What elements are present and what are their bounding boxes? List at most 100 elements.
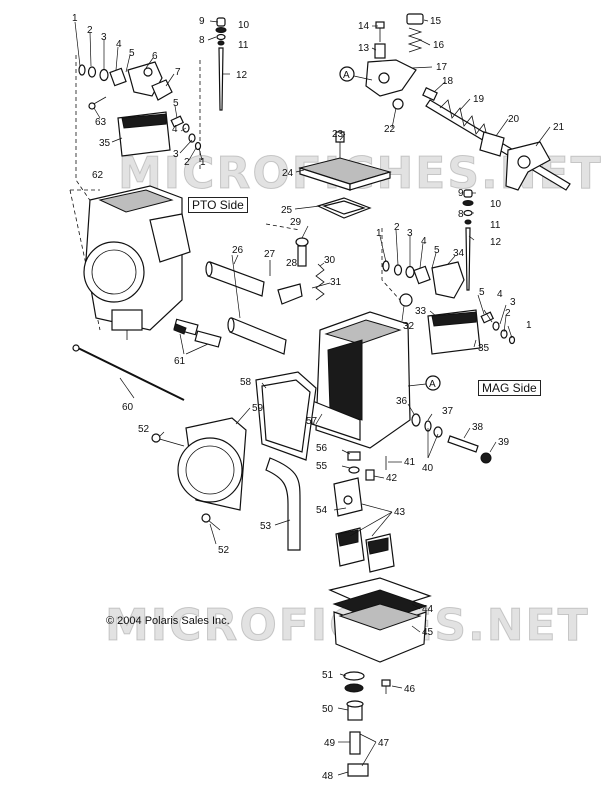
callout-1: 1 xyxy=(72,13,78,24)
jet-needle-top xyxy=(215,17,227,111)
callout-26: 26 xyxy=(232,245,244,256)
callout-24: 24 xyxy=(282,168,294,179)
callout-34: 34 xyxy=(453,248,465,259)
copyright-notice: © 2004 Polaris Sales Inc. xyxy=(106,615,230,627)
throttle-flange xyxy=(177,371,317,511)
callout-23: 23 xyxy=(332,129,344,140)
callout-37: 37 xyxy=(442,406,454,417)
callout-50: 50 xyxy=(322,704,334,715)
callout-39: 39 xyxy=(498,437,510,448)
callout-28: 28 xyxy=(286,258,298,269)
callout-53: 53 xyxy=(260,521,272,532)
callout-1: 1 xyxy=(526,320,532,331)
callout-40: 40 xyxy=(422,463,434,474)
leader-lines xyxy=(74,19,551,776)
callout-5: 5 xyxy=(479,287,485,298)
callout-8: 8 xyxy=(199,35,205,46)
callout-14: 14 xyxy=(358,21,370,32)
callout-3: 3 xyxy=(407,228,413,239)
callout-9: 9 xyxy=(199,16,205,27)
callout-11: 11 xyxy=(238,40,249,51)
callout-10: 10 xyxy=(490,199,502,210)
callout-15: 15 xyxy=(430,16,442,27)
callout-9: 9 xyxy=(458,188,464,199)
callout-29: 29 xyxy=(290,217,302,228)
carb-top-cover xyxy=(298,131,392,219)
reference-a-top: A xyxy=(339,66,373,82)
callout-1: 1 xyxy=(376,228,382,239)
callout-5: 5 xyxy=(129,48,135,59)
callout-42: 42 xyxy=(386,473,398,484)
vent-hose xyxy=(265,457,301,551)
callout-6: 6 xyxy=(152,51,158,62)
callout-31: 31 xyxy=(330,277,342,288)
mag-side-label: MAG Side xyxy=(478,380,541,396)
idle-screw-parts xyxy=(411,413,492,464)
callout-13: 13 xyxy=(358,43,370,54)
drain-and-jets xyxy=(343,671,391,777)
callout-47: 47 xyxy=(378,738,390,749)
callout-35: 35 xyxy=(478,343,490,354)
callout-4: 4 xyxy=(172,124,178,135)
callout-45: 45 xyxy=(422,627,434,638)
callout-49: 49 xyxy=(324,738,336,749)
callout-57: 57 xyxy=(306,416,318,427)
callout-5: 5 xyxy=(173,98,179,109)
reference-a-mag: A xyxy=(407,375,441,391)
pto-side-label: PTO Side xyxy=(188,197,248,213)
mag-small-parts xyxy=(381,228,516,355)
callout-61: 61 xyxy=(174,356,186,367)
callout-52: 52 xyxy=(138,424,150,435)
callout-46: 46 xyxy=(404,684,416,695)
coolant-tubes xyxy=(205,261,287,355)
callout-4: 4 xyxy=(497,289,503,300)
callout-55: 55 xyxy=(316,461,328,472)
callout-2: 2 xyxy=(184,157,190,168)
callout-35: 35 xyxy=(99,138,111,149)
callout-18: 18 xyxy=(442,76,454,87)
callout-2: 2 xyxy=(505,308,511,319)
callout-62: 62 xyxy=(92,170,104,181)
callout-4: 4 xyxy=(116,39,122,50)
float-bowl xyxy=(328,577,432,663)
callout-3: 3 xyxy=(173,149,179,160)
callout-8: 8 xyxy=(458,209,464,220)
mag-carburetor-body xyxy=(265,223,411,449)
callout-2: 2 xyxy=(394,222,400,233)
callout-11: 11 xyxy=(490,220,501,231)
jet-needle-mag xyxy=(462,189,474,291)
callout-51: 51 xyxy=(322,670,334,681)
callout-3: 3 xyxy=(101,32,107,43)
upper-left-parts xyxy=(69,55,202,331)
callout-19: 19 xyxy=(473,94,485,105)
callout-52: 52 xyxy=(218,545,230,556)
callout-20: 20 xyxy=(508,114,520,125)
callout-5: 5 xyxy=(434,245,440,256)
callout-33: 33 xyxy=(415,306,427,317)
throttle-linkage xyxy=(365,13,571,191)
callout-43: 43 xyxy=(394,507,406,518)
callout-4: 4 xyxy=(421,236,427,247)
callout-17: 17 xyxy=(436,62,448,73)
callout-16: 16 xyxy=(433,40,445,51)
callout-30: 30 xyxy=(324,255,336,266)
callout-60: 60 xyxy=(122,402,134,413)
callout-48: 48 xyxy=(322,771,334,782)
ref-letter: A xyxy=(343,70,350,81)
callout-36: 36 xyxy=(396,396,408,407)
callout-56: 56 xyxy=(316,443,328,454)
callout-54: 54 xyxy=(316,505,328,516)
callout-38: 38 xyxy=(472,422,484,433)
callout-22: 22 xyxy=(384,124,396,135)
callout-41: 41 xyxy=(404,457,416,468)
callout-58: 58 xyxy=(240,377,252,388)
callout-12: 12 xyxy=(490,237,502,248)
callout-2: 2 xyxy=(87,25,93,36)
callout-10: 10 xyxy=(238,20,250,31)
callout-21: 21 xyxy=(553,122,565,133)
callout-25: 25 xyxy=(281,205,293,216)
callout-44: 44 xyxy=(422,604,434,615)
callout-numbers: 1 2 3 4 5 6 7 63 35 5 4 3 2 1 9 10 8 11 … xyxy=(72,13,565,782)
